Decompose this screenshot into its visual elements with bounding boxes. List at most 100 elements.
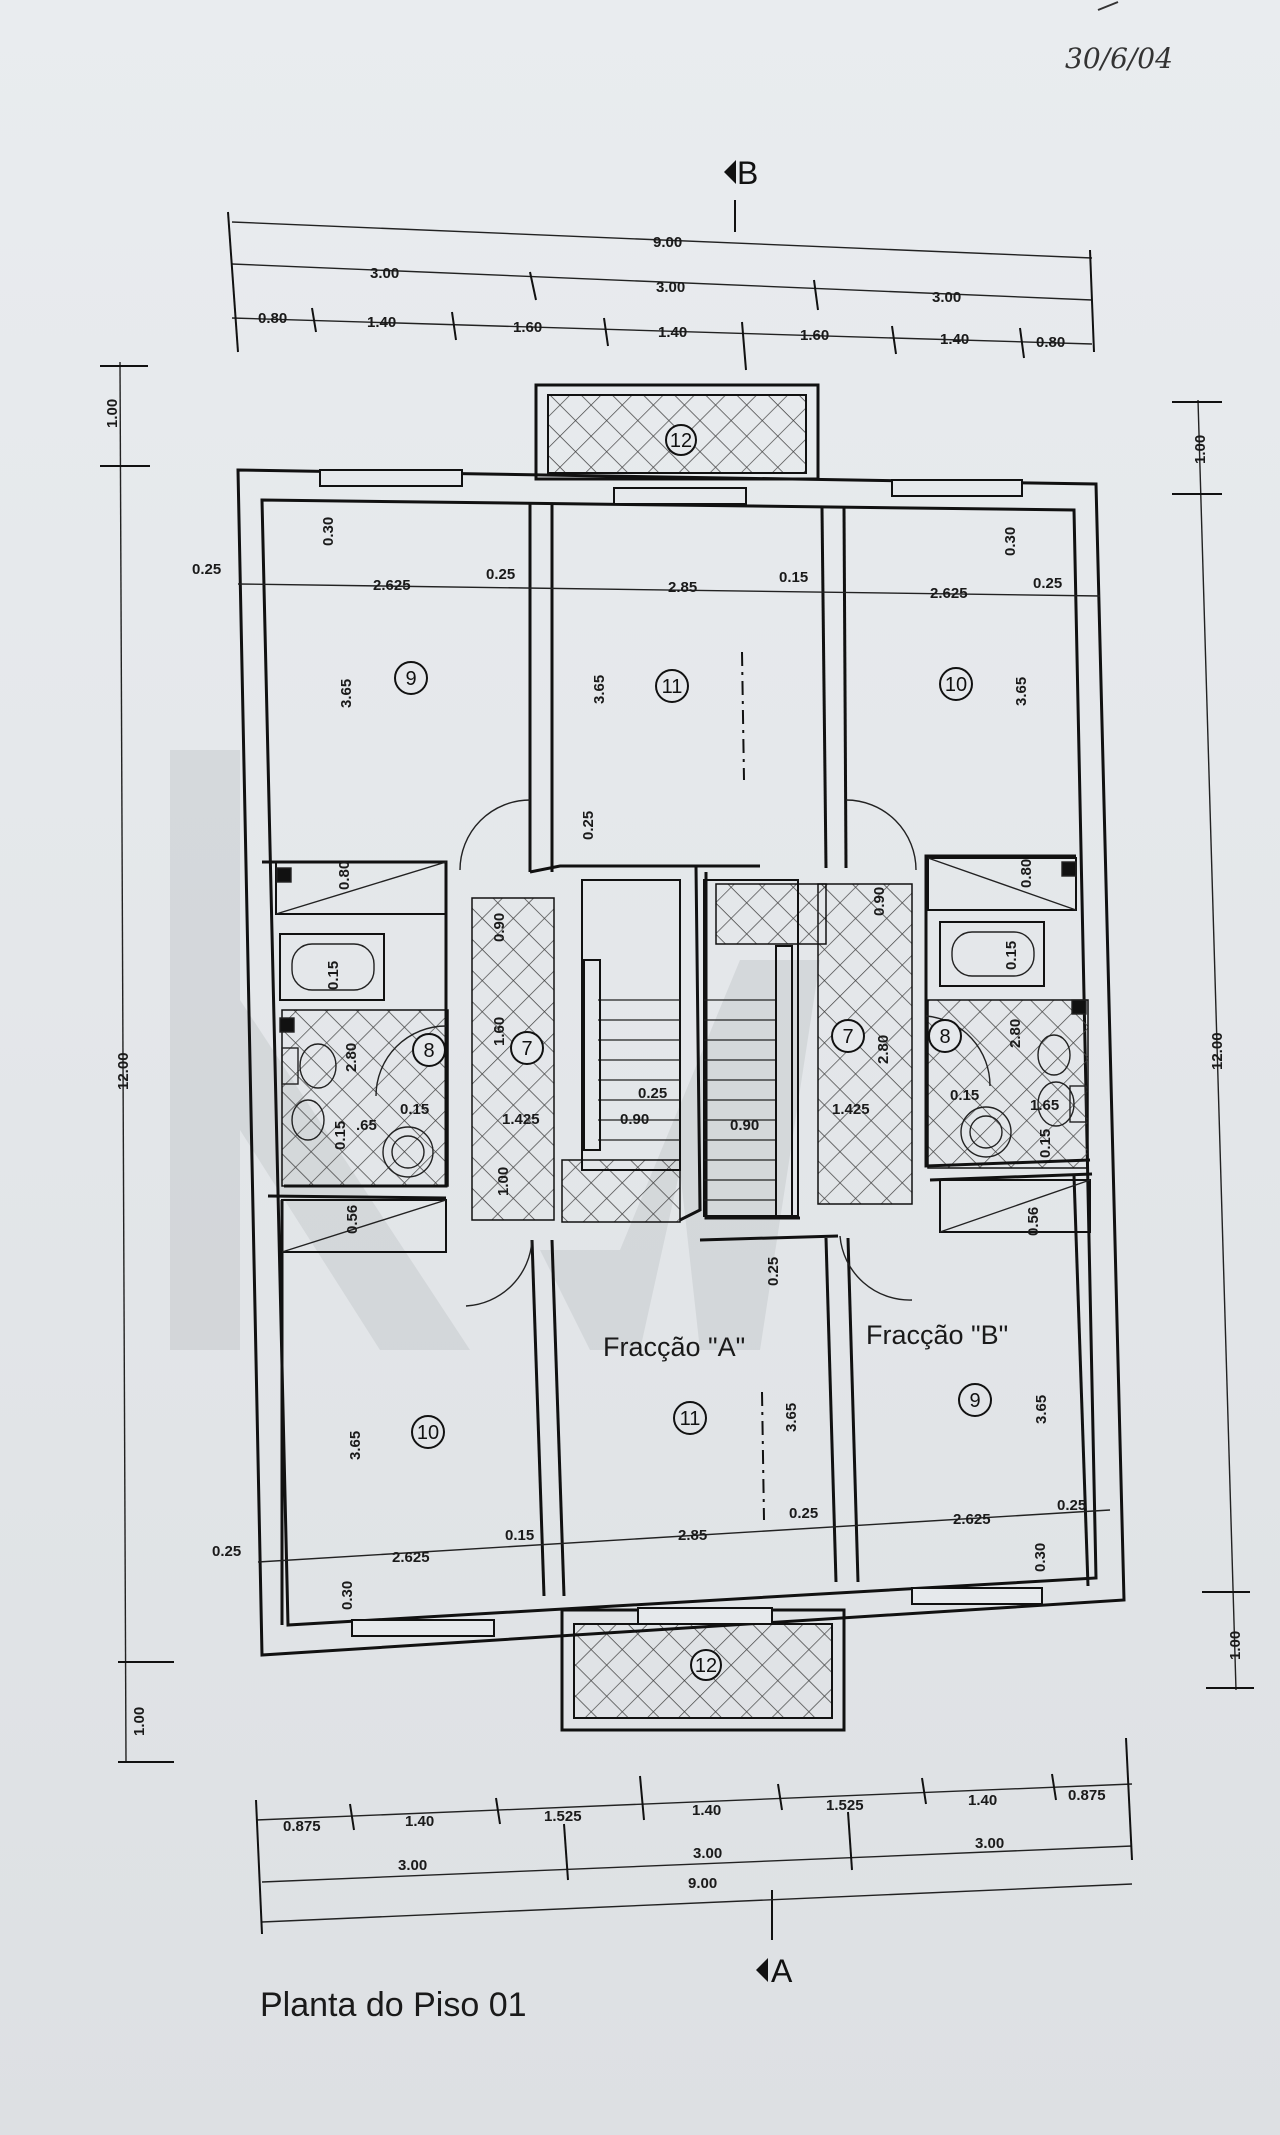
svg-text:0.80: 0.80: [336, 861, 353, 890]
svg-text:1.00: 1.00: [1227, 1631, 1244, 1660]
svg-text:1.40: 1.40: [367, 314, 396, 331]
room-labels: 9 11 10 7 7 8 8 10 11 9: [394, 661, 992, 1449]
room-10-bottom-left: 10: [411, 1415, 445, 1449]
svg-text:1.60: 1.60: [513, 319, 542, 336]
svg-text:2.625: 2.625: [392, 1549, 430, 1566]
room-7-left: 7: [510, 1031, 544, 1065]
svg-text:2.85: 2.85: [678, 1527, 707, 1544]
svg-text:1.40: 1.40: [692, 1802, 721, 1819]
svg-text:1.65: 1.65: [1030, 1097, 1059, 1114]
svg-text:10: 10: [417, 1422, 439, 1444]
fraction-a-label: Fracção "A": [603, 1332, 745, 1362]
svg-text:0.90: 0.90: [620, 1111, 649, 1128]
svg-text:9: 9: [405, 668, 416, 690]
room-10-top-right: 10: [939, 667, 973, 701]
svg-text:1.00: 1.00: [104, 399, 121, 428]
svg-text:0.25: 0.25: [580, 811, 597, 840]
svg-text:9.00: 9.00: [653, 234, 682, 251]
handwritten-date: 30/6/04: [1065, 42, 1173, 75]
svg-text:0.25: 0.25: [638, 1085, 667, 1102]
svg-text:3.65: 3.65: [338, 679, 355, 708]
svg-text:0.25: 0.25: [212, 1543, 241, 1560]
svg-text:11: 11: [662, 676, 683, 698]
svg-text:0.15: 0.15: [779, 569, 808, 586]
svg-text:1.425: 1.425: [832, 1101, 870, 1118]
svg-text:3.65: 3.65: [1013, 677, 1030, 706]
svg-text:0.80: 0.80: [1018, 859, 1035, 888]
svg-text:0.30: 0.30: [320, 517, 337, 546]
axis-lines: [741, 651, 765, 1521]
svg-text:0.56: 0.56: [1025, 1207, 1042, 1236]
svg-text:2.625: 2.625: [953, 1511, 991, 1528]
svg-text:0.875: 0.875: [283, 1818, 321, 1835]
svg-text:1.00: 1.00: [1192, 435, 1209, 464]
svg-text:1.40: 1.40: [658, 324, 687, 341]
svg-text:0.15: 0.15: [1037, 1129, 1054, 1158]
svg-text:1.60: 1.60: [800, 327, 829, 344]
room-7-right: 7: [831, 1019, 865, 1053]
svg-text:0.15: 0.15: [325, 961, 342, 990]
top-dimensions: 9.00 3.00 3.00 3.00 0.80 1.40 1.60 1.40 …: [227, 211, 1095, 371]
svg-text:11: 11: [680, 1408, 701, 1430]
svg-text:2.80: 2.80: [343, 1043, 360, 1072]
room-11-top: 11: [655, 669, 689, 703]
exterior-walls: [236, 468, 1126, 1657]
door-arcs: [375, 799, 991, 1307]
svg-text:1.525: 1.525: [826, 1797, 864, 1814]
room-9-top-left: 9: [394, 661, 428, 695]
svg-text:12: 12: [670, 430, 692, 452]
svg-text:1.40: 1.40: [940, 331, 969, 348]
bathroom-fixtures: [275, 857, 1091, 1253]
balcony-top: 12: [534, 383, 820, 481]
svg-text:7: 7: [521, 1038, 532, 1060]
svg-text:0.875: 0.875: [1068, 1787, 1106, 1804]
svg-text:1.40: 1.40: [405, 1813, 434, 1830]
room-9-bottom-right: 9: [958, 1383, 992, 1417]
svg-text:1.425: 1.425: [502, 1111, 540, 1128]
svg-text:8: 8: [939, 1026, 950, 1048]
svg-text:0.25: 0.25: [789, 1505, 818, 1522]
svg-text:0.90: 0.90: [491, 913, 508, 942]
section-mark-a: A: [756, 1890, 793, 1989]
svg-text:9: 9: [969, 1390, 980, 1412]
svg-text:3.00: 3.00: [656, 279, 685, 296]
svg-text:12.00: 12.00: [115, 1052, 132, 1090]
svg-text:B: B: [737, 155, 758, 191]
windows: [319, 469, 1043, 1637]
svg-text:0.30: 0.30: [1032, 1543, 1049, 1572]
svg-text:1.60: 1.60: [491, 1017, 508, 1046]
svg-text:3.00: 3.00: [370, 265, 399, 282]
svg-text:3.65: 3.65: [591, 675, 608, 704]
room-11-bottom: 11: [673, 1401, 707, 1435]
svg-text:7: 7: [842, 1026, 853, 1048]
svg-text:1.00: 1.00: [495, 1167, 512, 1196]
svg-text:0.30: 0.30: [339, 1581, 356, 1610]
svg-text:1.525: 1.525: [544, 1808, 582, 1825]
svg-text:3.00: 3.00: [693, 1845, 722, 1862]
svg-text:0.80: 0.80: [1036, 334, 1065, 351]
svg-text:12.00: 12.00: [1209, 1032, 1226, 1070]
svg-text:8: 8: [423, 1040, 434, 1062]
svg-text:.65: .65: [356, 1117, 377, 1134]
svg-text:3.65: 3.65: [1033, 1395, 1050, 1424]
svg-text:2.85: 2.85: [668, 579, 697, 596]
svg-text:0.15: 0.15: [1003, 941, 1020, 970]
svg-text:0.15: 0.15: [950, 1087, 979, 1104]
svg-text:0.25: 0.25: [486, 566, 515, 583]
balcony-bottom: 12: [560, 1608, 846, 1732]
section-mark-b: B: [724, 155, 758, 232]
bottom-dimensions: 0.875 1.40 1.525 1.40 1.525 1.40 0.875 3…: [255, 1737, 1133, 1935]
svg-text:2.80: 2.80: [875, 1035, 892, 1064]
svg-text:3.65: 3.65: [783, 1403, 800, 1432]
internal-dimensions: 0.25 2.625 0.25 2.85 0.15 2.625 0.25 0.2…: [192, 517, 1111, 1610]
svg-text:A: A: [771, 1953, 793, 1989]
room-8-right: 8: [928, 1019, 962, 1053]
svg-text:0.30: 0.30: [1002, 527, 1019, 556]
fraction-b-label: Fracção "B": [866, 1320, 1008, 1350]
svg-text:0.90: 0.90: [730, 1117, 759, 1134]
svg-text:1.40: 1.40: [968, 1792, 997, 1809]
left-dimensions: 1.00 12.00 1.00: [100, 361, 174, 1763]
svg-text:12: 12: [695, 1655, 717, 1677]
svg-text:0.90: 0.90: [871, 887, 888, 916]
